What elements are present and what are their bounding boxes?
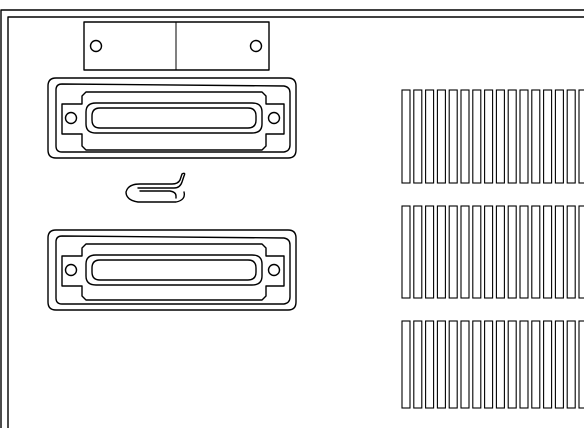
vent-slot [436,205,446,299]
vent-grille-middle [401,205,584,299]
vent-slot [484,89,494,184]
vent-slot [484,320,494,409]
vent-slot [436,89,446,184]
vent-slot [413,320,423,409]
vent-slot [425,205,435,299]
vent-slot [460,205,470,299]
vent-slot [484,205,494,299]
vent-slot [543,89,553,184]
vent-slot [448,89,458,184]
vent-slot [413,205,423,299]
d-sub-upper-screw-right [267,111,281,125]
vent-slot [519,320,529,409]
d-sub-connector-upper [47,77,297,159]
vent-slot [554,205,564,299]
cover-plate [83,21,270,71]
vent-slot [472,89,482,184]
d-sub-lower-screw-right [267,263,281,277]
vent-slot [401,89,411,184]
vent-slot [531,320,541,409]
vent-slot [531,89,541,184]
vent-slot [554,320,564,409]
vent-slot [531,205,541,299]
vent-slot [436,320,446,409]
vent-slot [578,320,584,409]
vent-slot [578,89,584,184]
vent-slot [460,320,470,409]
vent-slot [578,205,584,299]
vent-slot [566,89,576,184]
d-sub-connector-lower [47,229,297,311]
vent-slot [472,320,482,409]
vent-slot [507,205,517,299]
cover-plate-screw-left [89,39,103,53]
vent-slot [460,89,470,184]
vent-slot [472,205,482,299]
connector-clip [125,172,186,203]
vent-slot [495,320,505,409]
panel-frame [0,9,584,428]
vent-slot [519,205,529,299]
vent-slot [448,205,458,299]
vent-slot [566,205,576,299]
vent-slot [554,89,564,184]
cover-plate-screw-right [249,39,263,53]
vent-slot [425,320,435,409]
vent-slot [425,89,435,184]
vent-slot [495,205,505,299]
vent-slot [543,205,553,299]
vent-slot [566,320,576,409]
vent-slot [448,320,458,409]
vent-grille-bottom [401,320,584,409]
vent-slot [413,89,423,184]
vent-slot [519,89,529,184]
d-sub-upper-screw-left [64,111,78,125]
vent-slot [507,89,517,184]
d-sub-lower-screw-left [64,263,78,277]
vent-grille-top [401,89,584,184]
vent-slot [495,89,505,184]
vent-slot [401,320,411,409]
vent-slot [401,205,411,299]
vent-slot [543,320,553,409]
vent-slot [507,320,517,409]
